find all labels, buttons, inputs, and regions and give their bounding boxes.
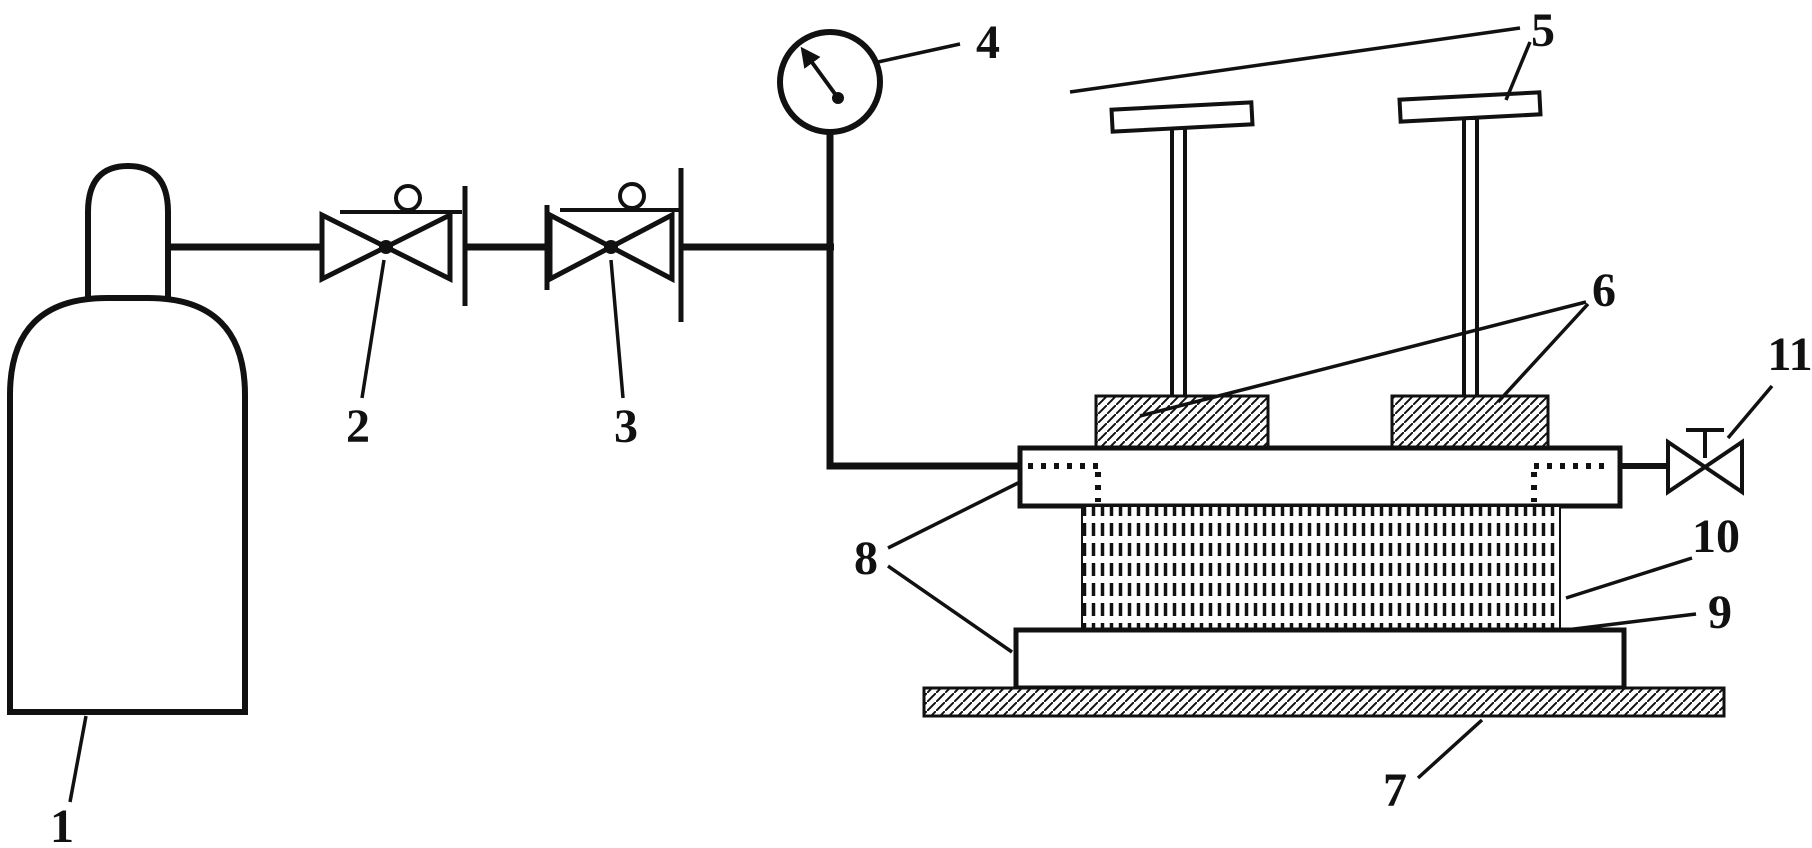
regulating-valve-icon bbox=[544, 168, 684, 322]
valve3-handwheel bbox=[618, 182, 646, 210]
label-5: 5 bbox=[1531, 4, 1555, 57]
clamp-block-right-icon bbox=[1390, 394, 1550, 450]
label-4: 4 bbox=[976, 16, 1000, 69]
leader-line-6a bbox=[1139, 300, 1587, 418]
base-plate-icon bbox=[922, 686, 1726, 718]
label-1: 1 bbox=[50, 800, 74, 848]
label-2: 2 bbox=[346, 400, 370, 453]
clamp-screw-left-icon bbox=[1109, 100, 1255, 400]
screw-handle-right bbox=[1397, 90, 1543, 124]
label-8: 8 bbox=[854, 532, 878, 585]
leader-line-10 bbox=[1565, 556, 1693, 600]
valve2-right-wedge bbox=[380, 210, 453, 284]
leader-line-5a bbox=[1069, 26, 1521, 94]
label-10: 10 bbox=[1692, 510, 1740, 563]
screw-rod-left bbox=[1170, 124, 1187, 400]
outlet-valve-icon bbox=[1666, 428, 1744, 496]
leader-line-4 bbox=[877, 42, 961, 64]
valve2-left-wedge bbox=[319, 210, 392, 284]
pressure-gauge-icon bbox=[777, 29, 883, 135]
valve3-left-wedge bbox=[547, 210, 617, 284]
valve11-left-wedge bbox=[1666, 438, 1709, 496]
gauge-dial bbox=[777, 29, 883, 135]
clamp-screw-right-icon bbox=[1397, 90, 1543, 400]
leader-line-6b bbox=[1496, 302, 1590, 404]
cylinder-neck bbox=[85, 162, 171, 302]
leader-line-5b bbox=[1504, 41, 1532, 101]
screw-handle-left bbox=[1109, 100, 1255, 134]
leader-line-3 bbox=[609, 259, 625, 399]
valve11-right-wedge bbox=[1701, 438, 1744, 496]
leader-line-8a bbox=[887, 481, 1019, 550]
leader-line-7 bbox=[1416, 718, 1484, 780]
valve2-stem-dot bbox=[379, 240, 393, 254]
leader-line-1 bbox=[68, 715, 88, 803]
label-7: 7 bbox=[1383, 764, 1407, 817]
shutoff-valve-icon bbox=[319, 184, 468, 306]
leader-line-11 bbox=[1726, 384, 1774, 440]
pipe-riser-and-inlet bbox=[826, 132, 1022, 470]
label-6: 6 bbox=[1592, 264, 1616, 317]
label-3: 3 bbox=[614, 400, 638, 453]
label-11: 11 bbox=[1767, 328, 1812, 381]
valve3-stem-dot bbox=[604, 240, 618, 254]
leader-line-9 bbox=[1565, 612, 1697, 632]
gas-cylinder-icon bbox=[7, 162, 248, 715]
label-9: 9 bbox=[1708, 586, 1732, 639]
cylinder-body bbox=[7, 295, 248, 715]
gauge-needle bbox=[800, 46, 840, 100]
top-end-plate bbox=[1017, 445, 1623, 509]
valve3-right-wedge bbox=[605, 210, 675, 284]
valve2-handwheel bbox=[394, 184, 422, 212]
leader-line-2 bbox=[360, 259, 386, 399]
membrane-stack bbox=[1081, 505, 1561, 631]
leader-line-8b bbox=[887, 564, 1013, 654]
bottom-end-plate bbox=[1013, 627, 1627, 691]
screw-rod-right bbox=[1462, 116, 1479, 400]
